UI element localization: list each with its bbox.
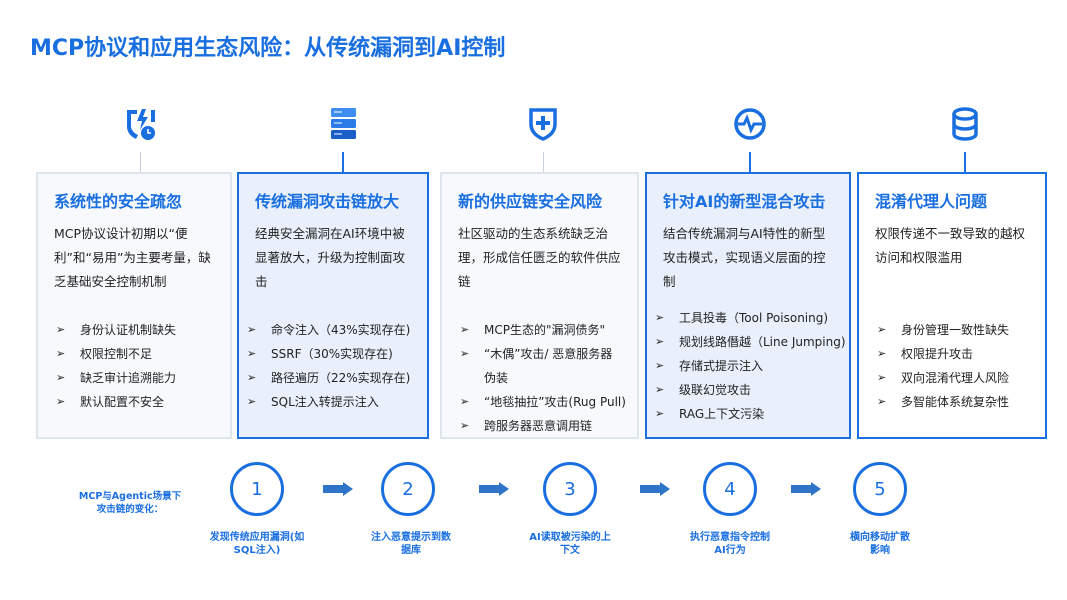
- page-title: MCP协议和应用生态风险：从传统漏洞到AI控制: [30, 36, 506, 61]
- shield-plus-icon: [529, 108, 557, 141]
- card-title: 传统漏洞攻击链放大: [255, 192, 400, 211]
- arrow-right-icon: [640, 482, 670, 496]
- list-item: RAG上下文污染: [653, 402, 833, 426]
- list-item: SSRF（30%实现存在): [245, 342, 411, 366]
- card-desc: MCP协议设计初期以“便利”和“易用”为主要考量，缺乏基础安全控制机制: [54, 226, 211, 289]
- arrow-right-icon: [479, 482, 509, 496]
- card-title: 混淆代理人问题: [875, 192, 988, 211]
- list-item: 命令注入（43%实现存在): [245, 318, 411, 342]
- list-item: 路径遍历（22%实现存在): [245, 366, 411, 390]
- risk-card-confused-deputy: 混淆代理人问题 权限传递不一致导致的越权访问和权限滥用 身份管理一致性缺失权限提…: [857, 172, 1047, 439]
- list-item: 多智能体系统复杂性: [875, 390, 1029, 414]
- database-icon: [952, 107, 978, 141]
- list-item: 双向混淆代理人风险: [875, 366, 1029, 390]
- list-item: 级联幻觉攻击: [653, 378, 833, 402]
- list-item: 权限提升攻击: [875, 342, 1029, 366]
- card-desc: 社区驱动的生态系统缺乏治理，形成信任匮乏的软件供应链: [458, 226, 621, 289]
- step-circle-5: 5: [853, 462, 907, 516]
- card-title: 针对AI的新型混合攻击: [663, 192, 826, 211]
- step-label-4: 执行恶意指令控制AI行为: [690, 532, 770, 556]
- list-item: MCP生态的"漏洞债务": [458, 318, 621, 342]
- list-item: 存储式提示注入: [653, 354, 833, 378]
- card-desc: 权限传递不一致导致的越权访问和权限滥用: [875, 226, 1026, 265]
- list-item: 身份认证机制缺失: [54, 318, 214, 342]
- step-label-5: 横向移动扩散影响: [850, 532, 910, 556]
- shield-bolt-clock-icon: [127, 109, 155, 140]
- risk-card-traditional: 传统漏洞攻击链放大 经典安全漏洞在AI环境中被显著放大，升级为控制面攻击 命令注…: [237, 172, 429, 439]
- risk-card-supply-chain: 新的供应链安全风险 社区驱动的生态系统缺乏治理，形成信任匮乏的软件供应链 MCP…: [440, 172, 639, 439]
- step-label-2: 注入恶意提示到数据库: [371, 532, 451, 556]
- step-circle-4: 4: [703, 462, 757, 516]
- pulse-circle-icon: [734, 108, 766, 140]
- step-circle-1: 1: [230, 462, 284, 516]
- step-label-1: 发现传统应用漏洞(如SQL注入): [209, 532, 305, 556]
- arrow-right-icon: [323, 482, 353, 496]
- step-circle-3: 3: [543, 462, 597, 516]
- list-item: 默认配置不安全: [54, 390, 214, 414]
- list-item: 跨服务器恶意调用链: [458, 414, 621, 438]
- list-item: “地毯抽拉”攻击(Rug Pull): [458, 390, 626, 414]
- list-item: SQL注入转提示注入: [245, 390, 411, 414]
- list-item: 权限控制不足: [54, 342, 214, 366]
- risk-card-systemic: 系统性的安全疏忽 MCP协议设计初期以“便利”和“易用”为主要考量，缺乏基础安全…: [36, 172, 232, 439]
- card-title: 新的供应链安全风险: [458, 192, 603, 211]
- steps-label: MCP与Agentic场景下攻击链的变化：: [78, 491, 182, 515]
- card-desc: 结合传统漏洞与AI特性的新型攻击模式，实现语义层面的控制: [663, 226, 826, 289]
- list-item: 身份管理一致性缺失: [875, 318, 1029, 342]
- risk-card-ai-hybrid: 针对AI的新型混合攻击 结合传统漏洞与AI特性的新型攻击模式，实现语义层面的控制…: [645, 172, 851, 439]
- list-item: “木偶”攻击/ 恶意服务器伪装: [458, 342, 621, 390]
- card-desc: 经典安全漏洞在AI环境中被显著放大，升级为控制面攻击: [255, 226, 406, 289]
- list-item: 规划线路僭越（Line Jumping): [653, 330, 846, 354]
- server-stack-icon: [331, 108, 356, 139]
- list-item: 工具投毒（Tool Poisoning): [653, 306, 833, 330]
- step-label-3: AI读取被污染的上下文: [529, 532, 611, 556]
- arrow-right-icon: [791, 482, 821, 496]
- list-item: 缺乏审计追溯能力: [54, 366, 214, 390]
- step-circle-2: 2: [381, 462, 435, 516]
- card-title: 系统性的安全疏忽: [54, 192, 183, 211]
